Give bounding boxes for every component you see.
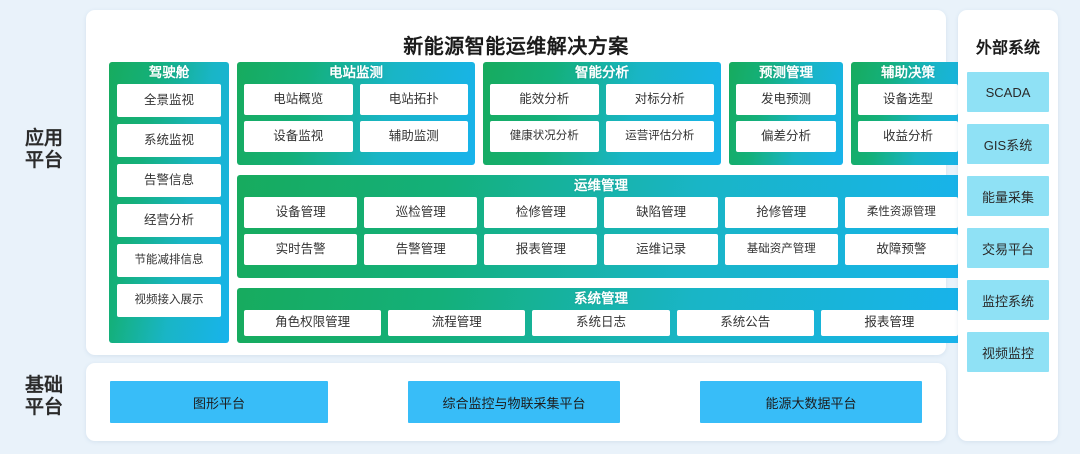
- section-decision-support: 辅助决策 设备选型 收益分析: [851, 62, 965, 165]
- item-om-2[interactable]: 检修管理: [484, 197, 598, 228]
- item-om-9[interactable]: 运维记录: [604, 234, 718, 265]
- item-sys-1[interactable]: 流程管理: [388, 310, 526, 336]
- section-decision-support-title: 辅助决策: [881, 65, 935, 80]
- section-intelligent-analysis: 智能分析 能效分析 对标分析 健康状况分析 运营评估分析: [483, 62, 721, 165]
- item-om-0[interactable]: 设备管理: [244, 197, 358, 228]
- item-analysis-2[interactable]: 健康状况分析: [490, 121, 599, 152]
- section-om-management: 运维管理 设备管理 巡检管理 检修管理 缺陷管理 抢修管理 柔性资源管理 实时告…: [237, 175, 965, 278]
- section-forecast-management-items: 发电预测 偏差分析: [729, 84, 843, 159]
- item-decision-1[interactable]: 收益分析: [858, 121, 958, 152]
- item-analysis-0[interactable]: 能效分析: [490, 84, 599, 115]
- item-cockpit-0[interactable]: 全景监视: [117, 84, 221, 117]
- item-om-5[interactable]: 柔性资源管理: [844, 197, 958, 228]
- item-station-3[interactable]: 辅助监测: [359, 121, 468, 152]
- section-cockpit: 驾驶舱 全景监视 系统监视 告警信息 经营分析 节能减排信息 视频接入展示: [109, 62, 229, 343]
- axis-label-base-line2: 平台: [24, 397, 63, 419]
- base-platform-panel: 图形平台 综合监控与物联采集平台 能源大数据平台: [86, 363, 946, 441]
- item-external-4[interactable]: 监控系统: [967, 280, 1049, 320]
- item-cockpit-3[interactable]: 经营分析: [117, 204, 221, 237]
- item-external-0[interactable]: SCADA: [967, 72, 1049, 112]
- item-external-2[interactable]: 能量采集: [967, 176, 1049, 216]
- axis-label-application-platform: 应用 平台: [8, 128, 80, 173]
- item-sys-3[interactable]: 系统公告: [676, 310, 814, 336]
- section-station-monitoring-title: 电站监测: [329, 65, 383, 80]
- section-cockpit-items: 全景监视 系统监视 告警信息 经营分析 节能减排信息 视频接入展示: [109, 84, 229, 324]
- item-analysis-3[interactable]: 运营评估分析: [605, 121, 714, 152]
- item-sys-0[interactable]: 角色权限管理: [244, 310, 382, 336]
- item-station-0[interactable]: 电站概览: [244, 84, 353, 115]
- item-om-10[interactable]: 基础资产管理: [724, 234, 838, 265]
- item-cockpit-5[interactable]: 视频接入展示: [117, 284, 221, 317]
- item-forecast-0[interactable]: 发电预测: [736, 84, 836, 115]
- section-om-management-items: 设备管理 巡检管理 检修管理 缺陷管理 抢修管理 柔性资源管理 实时告警 告警管…: [237, 197, 965, 272]
- axis-label-base-platform: 基础 平台: [8, 375, 80, 420]
- item-base-1[interactable]: 综合监控与物联采集平台: [408, 381, 620, 423]
- section-system-management-items: 角色权限管理 流程管理 系统日志 系统公告 报表管理: [237, 310, 965, 343]
- application-platform-panel: 新能源智能运维解决方案 驾驶舱 全景监视 系统监视 告警信息 经营分析 节能减排…: [86, 10, 965, 355]
- section-om-management-title: 运维管理: [574, 178, 628, 193]
- item-om-6[interactable]: 实时告警: [244, 234, 358, 265]
- axis-label-application-line2: 平台: [24, 150, 63, 172]
- item-external-1[interactable]: GIS系统: [967, 124, 1049, 164]
- item-om-8[interactable]: 报表管理: [484, 234, 598, 265]
- axis-label-application-line1: 应用: [24, 128, 63, 149]
- item-cockpit-1[interactable]: 系统监视: [117, 124, 221, 157]
- item-analysis-1[interactable]: 对标分析: [605, 84, 714, 115]
- item-om-1[interactable]: 巡检管理: [364, 197, 478, 228]
- external-systems-title: 外部系统: [975, 40, 1040, 57]
- section-forecast-management-title: 预测管理: [759, 65, 813, 80]
- section-station-monitoring: 电站监测 电站概览 电站拓扑 设备监视 辅助监测: [237, 62, 475, 165]
- section-station-monitoring-items: 电站概览 电站拓扑 设备监视 辅助监测: [237, 84, 475, 159]
- item-external-3[interactable]: 交易平台: [967, 228, 1049, 268]
- item-om-3[interactable]: 缺陷管理: [604, 197, 718, 228]
- section-intelligent-analysis-title: 智能分析: [575, 65, 629, 80]
- section-system-management-title: 系统管理: [574, 291, 628, 306]
- base-platform-items: 图形平台 综合监控与物联采集平台 能源大数据平台: [86, 381, 946, 423]
- item-sys-2[interactable]: 系统日志: [532, 310, 670, 336]
- item-om-4[interactable]: 抢修管理: [724, 197, 838, 228]
- section-system-management: 系统管理 角色权限管理 流程管理 系统日志 系统公告 报表管理: [237, 288, 965, 343]
- section-forecast-management: 预测管理 发电预测 偏差分析: [729, 62, 843, 165]
- item-cockpit-2[interactable]: 告警信息: [117, 164, 221, 197]
- item-sys-4[interactable]: 报表管理: [820, 310, 958, 336]
- item-external-5[interactable]: 视频监控: [967, 332, 1049, 372]
- item-om-11[interactable]: 故障预警: [844, 234, 958, 265]
- item-om-7[interactable]: 告警管理: [364, 234, 478, 265]
- item-base-0[interactable]: 图形平台: [110, 381, 328, 423]
- page-title: 新能源智能运维解决方案: [403, 36, 629, 58]
- item-station-1[interactable]: 电站拓扑: [359, 84, 468, 115]
- section-cockpit-title: 驾驶舱: [148, 65, 190, 80]
- external-systems-panel: 外部系统 SCADA GIS系统 能量采集 交易平台 监控系统 视频监控: [958, 10, 1058, 441]
- section-decision-support-items: 设备选型 收益分析: [851, 84, 965, 159]
- item-decision-0[interactable]: 设备选型: [858, 84, 958, 115]
- axis-label-base-line1: 基础: [24, 375, 63, 396]
- section-intelligent-analysis-items: 能效分析 对标分析 健康状况分析 运营评估分析: [483, 84, 721, 159]
- item-station-2[interactable]: 设备监视: [244, 121, 353, 152]
- item-cockpit-4[interactable]: 节能减排信息: [117, 244, 221, 277]
- item-forecast-1[interactable]: 偏差分析: [736, 121, 836, 152]
- item-base-2[interactable]: 能源大数据平台: [700, 381, 922, 423]
